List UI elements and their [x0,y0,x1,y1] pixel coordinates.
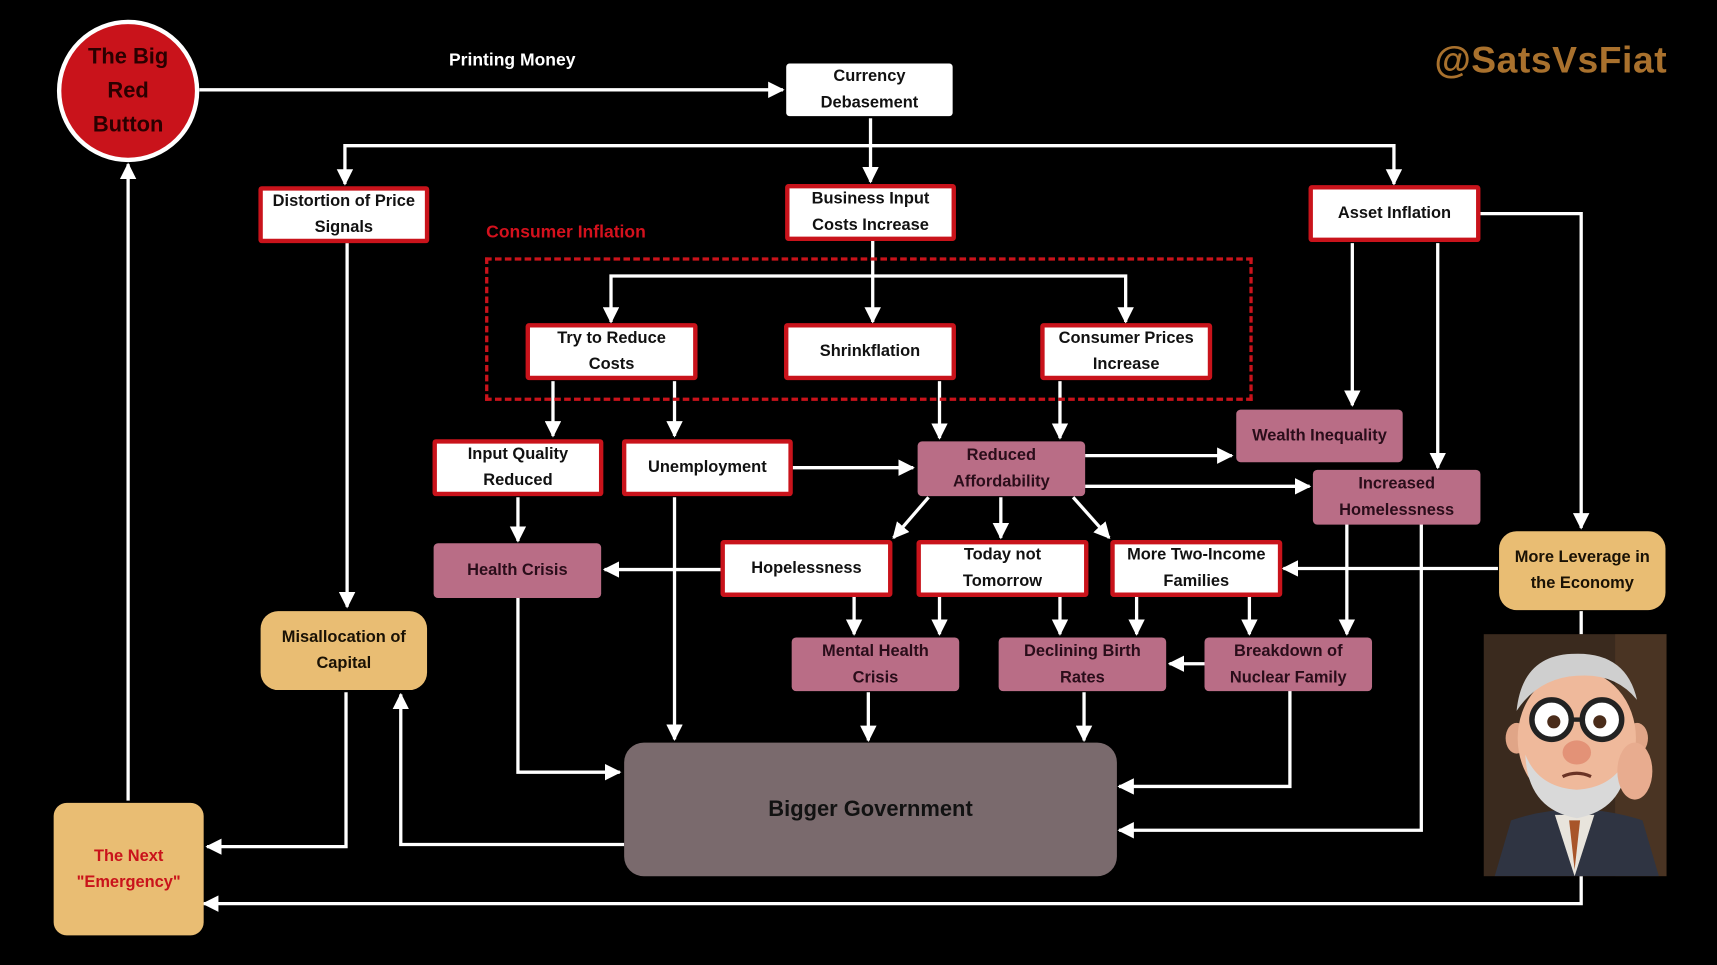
wealth-label: Wealth Inequality [1252,426,1387,445]
nuclear-label: Breakdown of Nuclear Family [1229,641,1347,687]
affordability-label: Reduced Affordability [953,445,1050,491]
big-red-button-node[interactable]: The Big Red Button [56,19,200,163]
input-quality-reduced-node[interactable]: Input Quality Reduced [432,439,604,497]
input-quality-label: Input Quality Reduced [467,444,569,490]
wealth-inequality-node[interactable]: Wealth Inequality [1236,409,1403,463]
declining-birth-rates-node[interactable]: Declining Birth Rates [998,637,1167,692]
try-to-reduce-costs-node[interactable]: Try to Reduce Costs [525,323,698,381]
health-crisis-label: Health Crisis [467,560,568,580]
asset-label: Asset Inflation [1337,203,1452,223]
reduced-affordability-node[interactable]: Reduced Affordability [917,441,1086,497]
big-red-button-label: The Big Red Button [87,44,169,137]
hopelessness-label: Hopelessness [751,558,862,578]
mental-label: Mental Health Crisis [822,641,929,687]
distortion-of-price-signals-node[interactable]: Distortion of Price Signals [258,186,430,244]
consumer-inflation-group [485,257,1253,401]
unemployment-label: Unemployment [648,457,767,477]
mental-health-crisis-node[interactable]: Mental Health Crisis [791,637,960,692]
shrinkflation-node[interactable]: Shrinkflation [784,323,956,381]
birth-label: Declining Birth Rates [1023,641,1141,687]
printing-money-label: Printing Money [448,51,576,71]
two-income-label: More Two-Income Families [1127,545,1266,591]
consumer-prices-increase-node[interactable]: Consumer Prices Increase [1040,323,1213,381]
consumer-prices-label: Consumer Prices Increase [1058,328,1194,374]
business-label: Business Input Costs Increase [811,189,930,235]
health-crisis-node[interactable]: Health Crisis [433,543,602,599]
reduce-costs-label: Try to Reduce Costs [557,328,666,374]
unemployment-node[interactable]: Unemployment [621,439,793,497]
shrinkflation-label: Shrinkflation [819,341,921,361]
watermark: @SatsVsFiat [1434,39,1668,82]
misallocation-label: Misallocation of Capital [281,627,406,673]
asset-inflation-node[interactable]: Asset Inflation [1308,185,1481,243]
leverage-label: More Leverage in the Economy [1514,547,1650,593]
old-man-illustration [1483,634,1667,877]
currency-debasement-label: Currency Debasement [820,66,919,112]
bigger-government-node[interactable]: Bigger Government [624,742,1117,877]
hopelessness-node[interactable]: Hopelessness [720,539,893,597]
currency-debasement-node[interactable]: Currency Debasement [786,63,953,117]
next-emergency-label: The Next "Emergency" [76,846,181,892]
increased-homelessness-node[interactable]: Increased Homelessness [1312,469,1481,525]
more-leverage-node[interactable]: More Leverage in the Economy [1499,531,1666,611]
today-not-tomorrow-node[interactable]: Today not Tomorrow [916,539,1089,597]
today-label: Today not Tomorrow [962,545,1043,591]
homelessness-label: Increased Homelessness [1339,474,1455,520]
distortion-label: Distortion of Price Signals [272,191,416,237]
bigger-government-label: Bigger Government [768,797,973,822]
old-man-portrait [1483,634,1667,877]
next-emergency-node[interactable]: The Next "Emergency" [53,802,204,936]
business-input-costs-node[interactable]: Business Input Costs Increase [785,184,956,241]
consumer-inflation-label: Consumer Inflation [486,223,646,243]
breakdown-nuclear-family-node[interactable]: Breakdown of Nuclear Family [1204,637,1373,692]
two-income-families-node[interactable]: More Two-Income Families [1110,539,1283,597]
misallocation-of-capital-node[interactable]: Misallocation of Capital [260,611,428,691]
